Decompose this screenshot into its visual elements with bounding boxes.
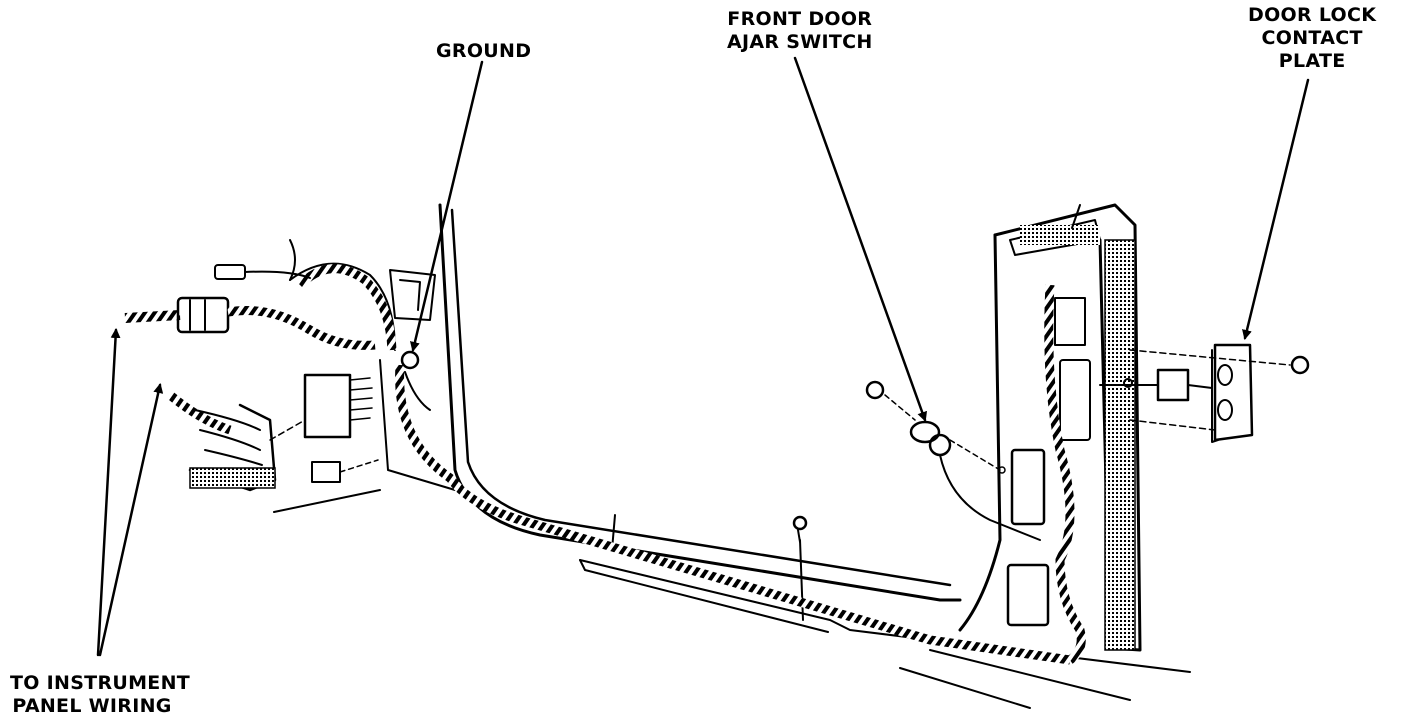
- instrument-wiring-leader-line-2: [98, 383, 164, 657]
- sill-fastener: [792, 515, 808, 543]
- kick-panel: [289, 239, 436, 351]
- instrument-wiring-label-line-2: PANEL WIRING: [12, 695, 172, 717]
- instrument-wiring-leader-line-1: [96, 328, 121, 657]
- wiring-harness-sill: [395, 364, 1071, 665]
- ajar-switch-label-line-2: AJAR SWITCH: [727, 31, 873, 53]
- wiring-harness-pillar: [1044, 284, 1086, 664]
- instrument-wiring-label-line-1: TO INSTRUMENT: [10, 672, 191, 694]
- ground-leader-line: [410, 60, 484, 352]
- contact-plate-label-line-2: CONTACT: [1261, 27, 1363, 49]
- ajar-switch-label-line-1: FRONT DOOR: [727, 8, 873, 30]
- contact-plate-label-line-1: DOOR LOCK: [1248, 4, 1377, 26]
- door-lock-contact-plate-label: DOOR LOCK CONTACT PLATE: [1248, 4, 1376, 73]
- door-sill-panel: [273, 203, 1191, 709]
- b-pillar: [958, 203, 1142, 652]
- instrument-panel-wiring-label: TO INSTRUMENT PANEL WIRING: [10, 672, 190, 718]
- instrument-panel-harness: [124, 264, 379, 492]
- door-lock-contact-plate: [1099, 343, 1310, 443]
- door-ajar-switch: [865, 380, 1041, 541]
- front-door-ajar-switch-label: FRONT DOOR AJAR SWITCH: [727, 8, 873, 54]
- contact-plate-label-line-3: PLATE: [1278, 50, 1346, 72]
- contact-plate-leader-line: [1242, 78, 1310, 340]
- ground-label: GROUND: [436, 40, 531, 63]
- ajar-switch-leader-line: [793, 56, 928, 422]
- ground-bolt: [400, 350, 431, 411]
- ground-label-line: GROUND: [436, 40, 532, 62]
